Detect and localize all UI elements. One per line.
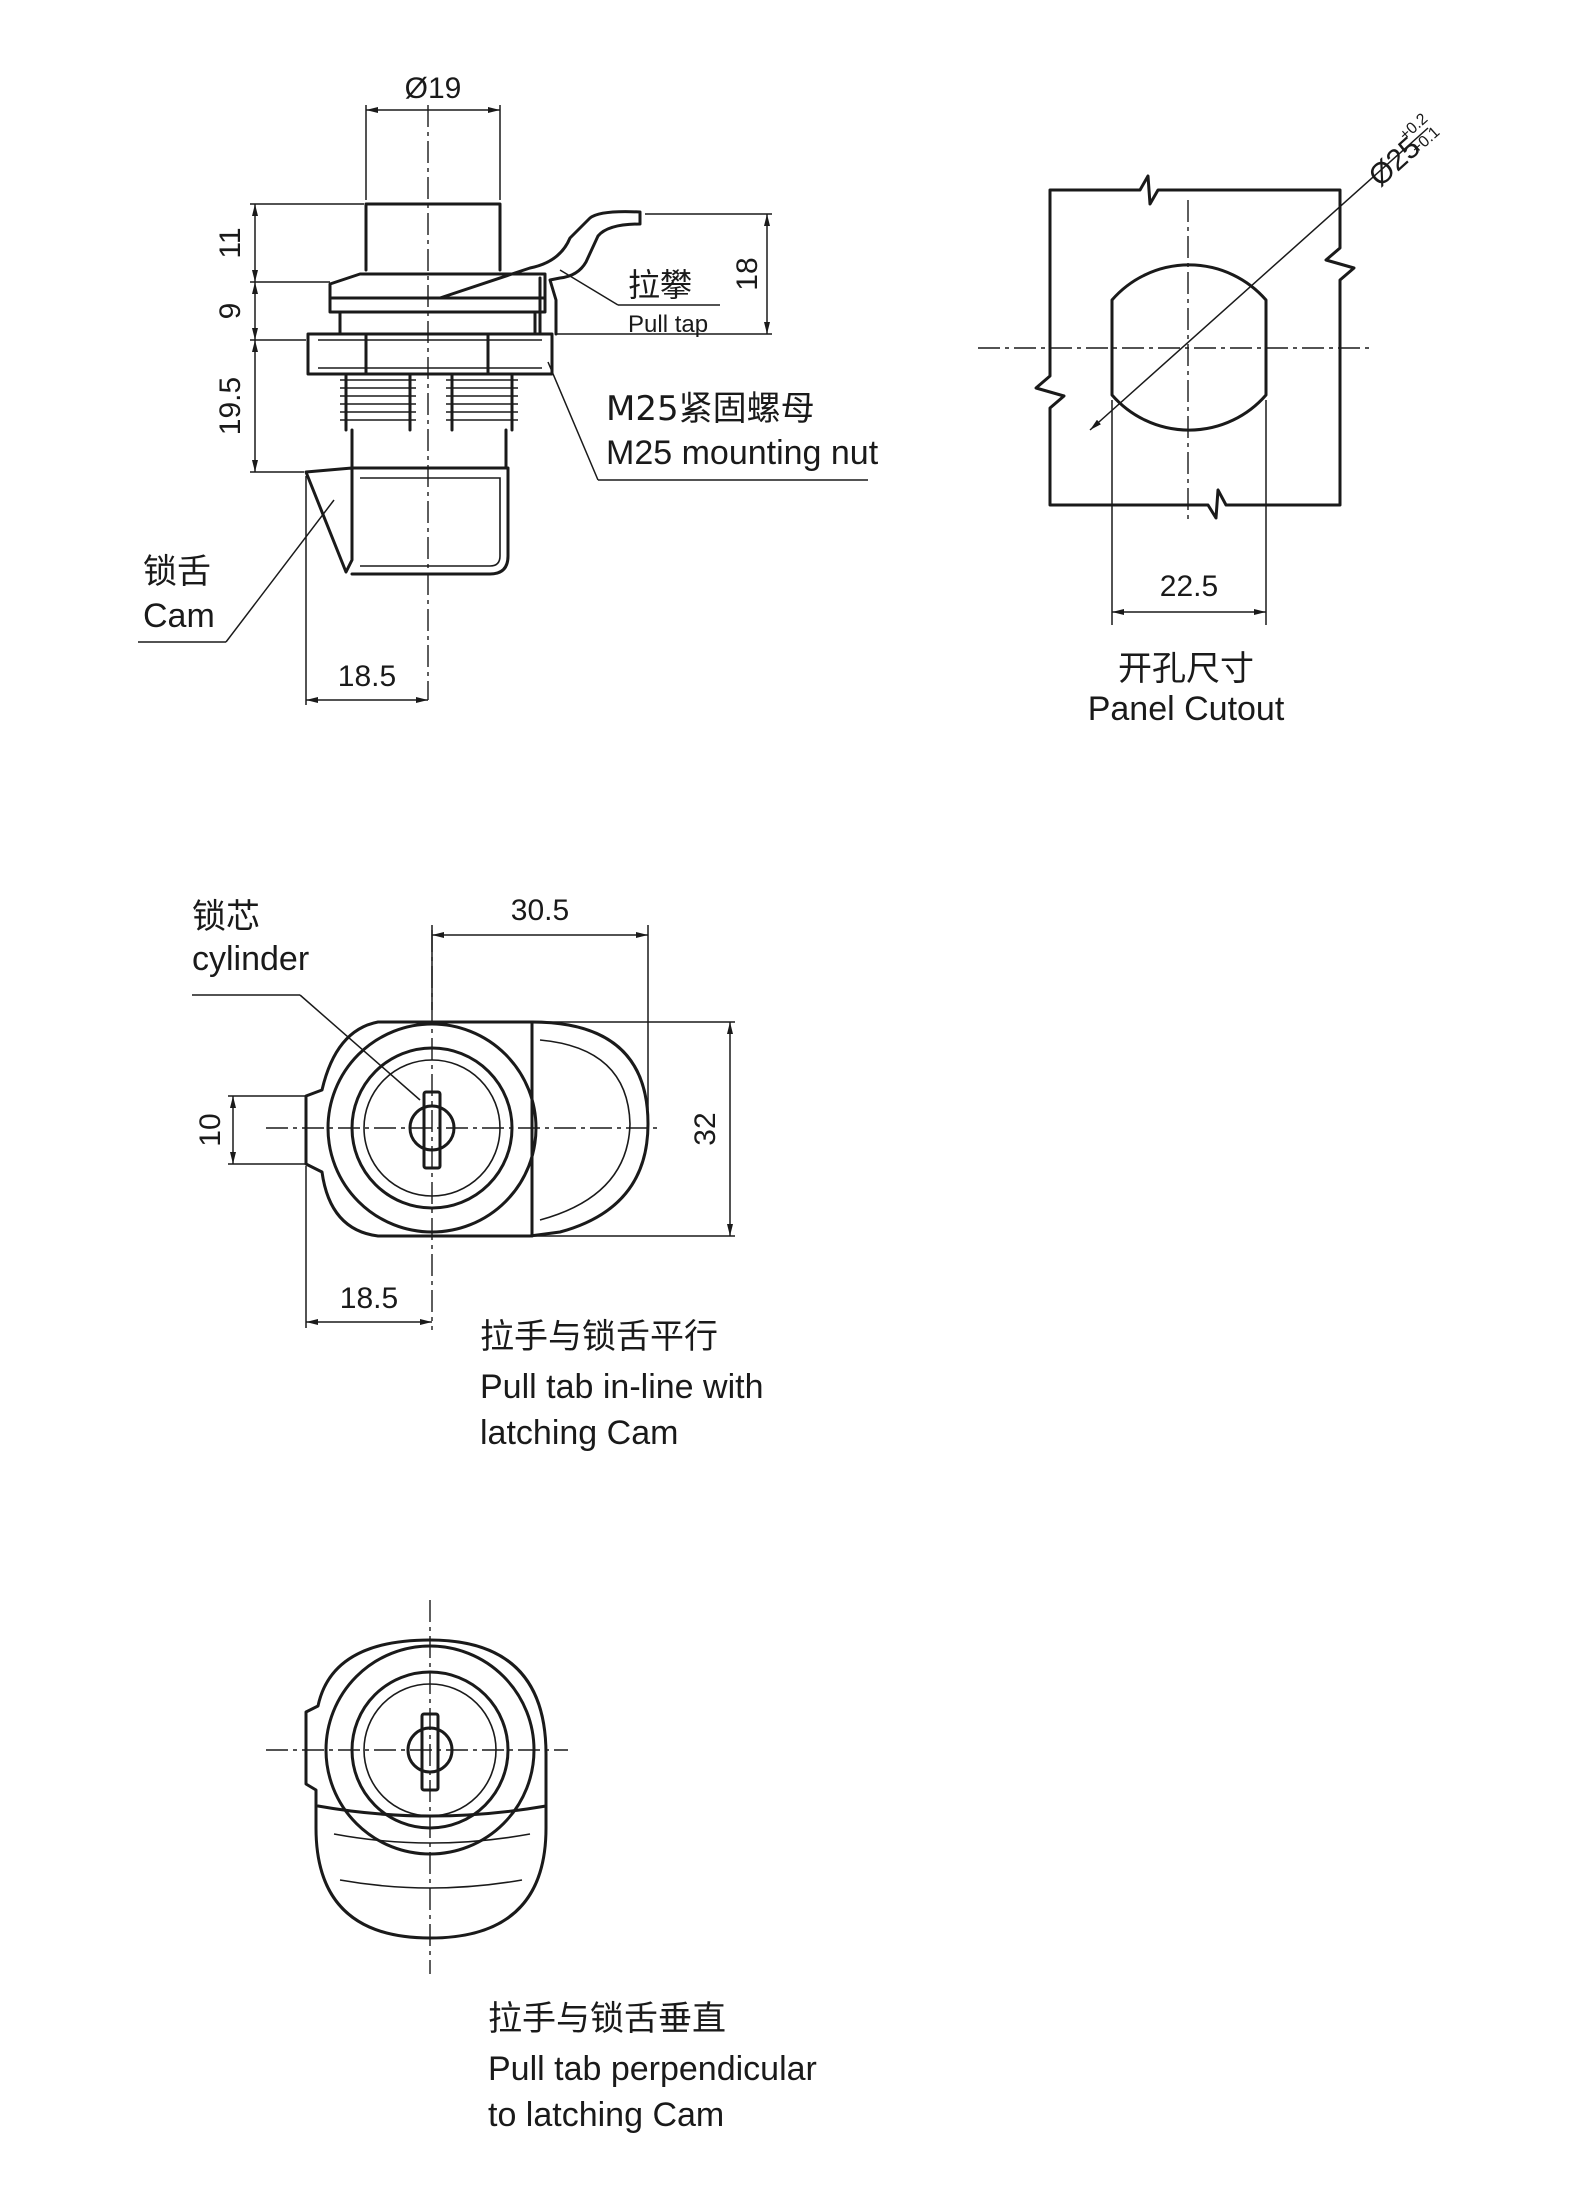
cylinder-label-en: cylinder — [192, 940, 309, 978]
pull-tab-label-en: Pull tap — [628, 311, 708, 338]
panel-outline — [1034, 174, 1356, 520]
cam-label-cn: 锁舌 — [143, 552, 211, 592]
panel-cutout-caption-cn: 开孔尺寸 — [1118, 649, 1254, 689]
cylinder-label-cn: 锁芯 — [192, 897, 260, 937]
dim-diameter-19: Ø19 — [365, 72, 501, 200]
dim-cam-width-10: 10 — [194, 1095, 306, 1165]
cutout-diameter-leader — [1089, 127, 1429, 431]
cam-label-en: Cam — [143, 597, 215, 635]
lock-cylinder-top — [364, 202, 502, 272]
inline-caption-cn: 拉手与锁舌平行 — [480, 1317, 718, 1357]
dim-label-32: 32 — [689, 1112, 722, 1145]
front-view-perpendicular: 拉手与锁舌垂直 Pull tab perpendicular to latchi… — [266, 1600, 817, 2134]
cutout-shape — [1110, 263, 1268, 432]
pull-tab-callout: 拉攀 Pull tap — [559, 266, 720, 338]
inline-caption-en-1: Pull tab in-line with — [480, 1368, 763, 1406]
mounting-nut — [306, 332, 554, 376]
perp-caption-en-2: to latching Cam — [488, 2096, 724, 2134]
bezel — [328, 272, 547, 336]
dim-left-heights: 11 9 19.5 — [214, 203, 364, 473]
dim-label-18: 18 — [731, 257, 764, 290]
cylinder-callout: 锁芯 cylinder — [192, 897, 421, 1101]
pull-tab-label-cn: 拉攀 — [628, 266, 692, 304]
dim-height-32: 32 — [532, 1021, 735, 1237]
dim-label-10: 10 — [194, 1113, 227, 1146]
dim-label-18-5-front: 18.5 — [340, 1282, 398, 1315]
cam-callout: 锁舌 Cam — [138, 499, 335, 643]
dim-label-18-5-top: 18.5 — [338, 660, 396, 693]
dim-label-30-5: 30.5 — [511, 894, 569, 927]
inline-body-outline — [304, 1020, 650, 1238]
cam — [304, 466, 510, 576]
dim-label-11: 11 — [214, 227, 247, 258]
dim-width-30-5: 30.5 — [431, 894, 649, 1110]
inline-caption-en-2: latching Cam — [480, 1414, 678, 1452]
mounting-nut-label-en: M25 mounting nut — [606, 434, 879, 472]
pull-tab — [438, 210, 642, 336]
dim-label-19-5: 19.5 — [214, 377, 247, 435]
dim-label-22-5: 22.5 — [1160, 570, 1218, 603]
mounting-nut-label-cn: M25紧固螺母 — [606, 389, 815, 429]
panel-cutout-caption-en: Panel Cutout — [1088, 690, 1285, 728]
front-view-inline: 30.5 32 10 18.5 锁芯 cylinder 拉手与 — [192, 894, 763, 1452]
panel-cutout-view: Ø25 +0.2 +0.1 22.5 开孔尺寸 Panel Cutout — [978, 110, 1444, 728]
dim-offset-18-5: 18.5 — [305, 1166, 432, 1328]
mounting-nut-callout: M25紧固螺母 M25 mounting nut — [547, 361, 879, 481]
dim-label-diameter: Ø19 — [405, 72, 462, 105]
side-view: Ø19 11 9 19.5 18 拉攀 Pull tap — [138, 72, 879, 705]
perp-tab-inner — [333, 1833, 531, 1889]
inline-tab-inner — [539, 1039, 631, 1221]
dim-width-22-5: 22.5 — [1111, 400, 1267, 625]
dim-label-9: 9 — [214, 303, 247, 320]
dim-pull-tab-18: 18 — [556, 213, 772, 335]
dim-diameter-25: Ø25 +0.2 +0.1 — [1363, 110, 1444, 193]
threaded-body — [340, 372, 518, 470]
perp-caption-en-1: Pull tab perpendicular — [488, 2050, 817, 2088]
dim-cam-offset: 18.5 — [305, 476, 428, 705]
perp-caption-cn: 拉手与锁舌垂直 — [488, 1999, 726, 2039]
